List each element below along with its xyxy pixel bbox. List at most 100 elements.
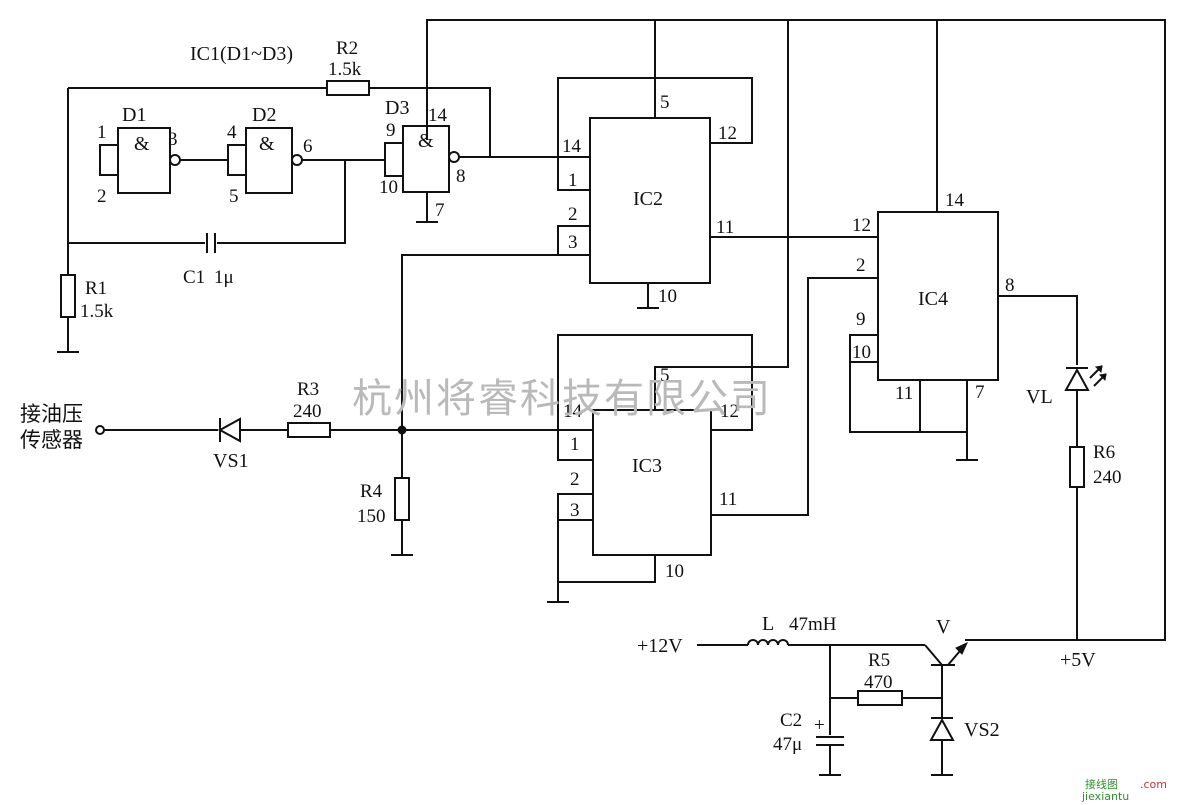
resistor-r5 xyxy=(857,690,903,706)
corner-logo-site: jiexiantu xyxy=(1081,790,1129,803)
ic3-pin11: 11 xyxy=(719,489,737,510)
d2-symbol: & xyxy=(259,133,275,155)
power-out-label: +5V xyxy=(1060,649,1096,671)
ic3-pin3: 3 xyxy=(570,500,580,521)
r5-value: 470 xyxy=(864,672,893,693)
gate-d2: & D2 4 5 6 xyxy=(227,104,313,207)
vl-name: VL xyxy=(1026,386,1053,408)
d1-symbol: & xyxy=(134,133,150,155)
d3-pin7: 7 xyxy=(435,200,445,221)
ic2-pin3: 3 xyxy=(568,232,578,253)
ic3-pin5-wire xyxy=(654,20,789,410)
watermark: 杭州将睿科技有限公司 xyxy=(352,376,772,422)
ic3-pin5: 5 xyxy=(660,365,670,386)
c2-polarity: + xyxy=(814,715,825,736)
zener-vs1-icon xyxy=(217,417,241,443)
led-arrowhead-1 xyxy=(1094,365,1103,374)
sensor-terminal xyxy=(95,425,105,435)
d1-pin2: 2 xyxy=(97,186,107,207)
ic4-pin2: 2 xyxy=(856,255,866,276)
d1-pin3: 3 xyxy=(168,129,178,150)
d2-name: D2 xyxy=(252,104,276,126)
ic4-pin12: 12 xyxy=(852,215,871,236)
r3-value: 240 xyxy=(293,401,322,422)
d3-name: D3 xyxy=(385,97,409,119)
sensor-label-line2: 传感器 xyxy=(20,428,83,452)
corner-logo-mark: .com xyxy=(1140,778,1167,791)
r2-value: 1.5k xyxy=(328,59,362,80)
l-name: L xyxy=(762,613,774,635)
gate-d3: & D3 9 10 14 8 7 xyxy=(379,97,466,221)
ic3-pin12: 12 xyxy=(720,401,739,422)
ic2-pin5: 5 xyxy=(660,92,670,113)
d2-pin6: 6 xyxy=(303,136,313,157)
d1-pin1: 1 xyxy=(97,122,107,143)
zener-vs2-icon xyxy=(929,717,955,741)
v-name: V xyxy=(936,616,951,638)
ic1-group-label: IC1(D1~D3) xyxy=(190,43,293,65)
resistor-r1 xyxy=(60,274,76,318)
ic4-out-wire xyxy=(998,295,1078,365)
d3-pin8: 8 xyxy=(456,166,466,187)
ic2-reset-wire xyxy=(401,254,558,430)
d3-pin9: 9 xyxy=(386,120,396,141)
l-value: 47mH xyxy=(789,614,837,635)
ic4-pin10: 10 xyxy=(852,342,871,363)
vcc-rail-wire xyxy=(426,19,1166,641)
d2-pin5: 5 xyxy=(229,186,239,207)
r6-value: 240 xyxy=(1093,467,1122,488)
ic3-ground-wire xyxy=(557,520,656,583)
ic3-pin12-loop xyxy=(557,334,753,461)
ic3-pin1: 1 xyxy=(570,434,580,455)
ic3-pin2-3-link xyxy=(557,493,593,521)
corner-logo-brand: 接线图 xyxy=(1085,777,1118,791)
ic4-name: IC4 xyxy=(918,288,948,310)
ic3-chip xyxy=(592,409,712,556)
ic2-pin1: 1 xyxy=(568,170,578,191)
led-arrowhead-2 xyxy=(1098,373,1107,382)
r6-name: R6 xyxy=(1093,442,1115,463)
c1-wire-right xyxy=(217,160,346,244)
ic4-pin8: 8 xyxy=(1005,275,1015,296)
ic2-pin10: 10 xyxy=(658,286,677,307)
sensor-label-line1: 接油压 xyxy=(20,402,83,426)
ic3-name: IC3 xyxy=(632,455,662,477)
power-in-label: +12V xyxy=(637,635,683,657)
ic3-pin10: 10 xyxy=(665,561,684,582)
ic2-pin14: 14 xyxy=(562,136,582,157)
led-vl-icon xyxy=(1064,367,1090,391)
vs1-name: VS1 xyxy=(213,450,249,472)
vs2-name: VS2 xyxy=(964,719,1000,741)
ic3-pin11-wire xyxy=(711,277,878,516)
c1-value: 1μ xyxy=(214,267,234,288)
ic2-pin2-3-link xyxy=(557,225,590,256)
inductor-l-icon xyxy=(747,639,789,646)
d1-name: D1 xyxy=(122,104,146,126)
resistor-r3 xyxy=(287,422,331,438)
c2-name: C2 xyxy=(780,710,802,731)
ic4-pin14: 14 xyxy=(945,190,965,211)
transistor-v-icon xyxy=(924,641,969,666)
d3-pin10: 10 xyxy=(379,177,398,198)
ic4-pin9: 9 xyxy=(856,309,866,330)
ic2-pin12: 12 xyxy=(718,123,737,144)
ic2-name: IC2 xyxy=(633,188,663,210)
ic2-pin12-loop xyxy=(557,77,753,191)
d2-pin4: 4 xyxy=(227,122,237,143)
resistor-r2 xyxy=(326,80,370,96)
gate-d1: & D1 1 2 3 xyxy=(97,104,181,207)
ic3-pin2: 2 xyxy=(570,469,580,490)
r3-name: R3 xyxy=(297,379,319,400)
d3-pin14: 14 xyxy=(428,105,448,126)
r1-name: R1 xyxy=(85,278,107,299)
ic3-pin14: 14 xyxy=(563,401,583,422)
ic4-pin9-10-link xyxy=(849,334,967,433)
r4-name: R4 xyxy=(360,481,383,502)
c2-value: 47μ xyxy=(773,734,802,755)
d3-symbol: & xyxy=(418,130,434,152)
r4-value: 150 xyxy=(357,506,386,527)
ic2-chip xyxy=(589,117,711,284)
c1-name: C1 xyxy=(183,267,205,288)
resistor-r6 xyxy=(1069,446,1085,488)
